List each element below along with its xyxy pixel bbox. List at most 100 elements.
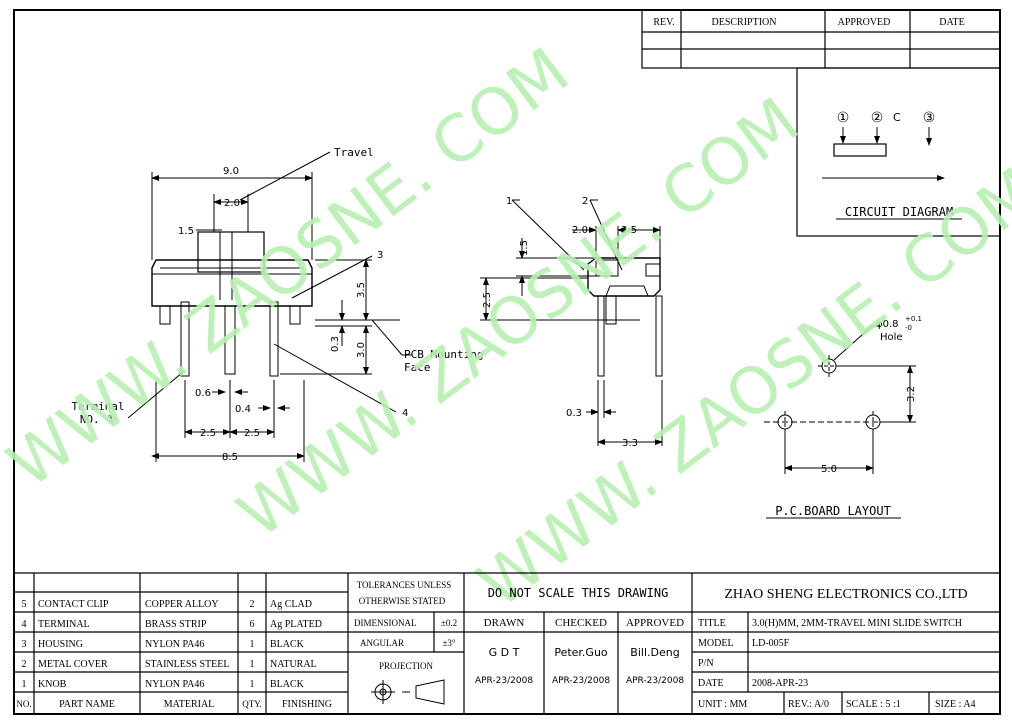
part-qty: 1 [250, 679, 255, 690]
pcb-mounting-label: PCB Mounting [404, 348, 483, 361]
header-material: MATERIAL [164, 699, 215, 710]
part-finishing: Ag PLATED [270, 619, 322, 630]
tolerances-title-1: TOLERANCES UNLESS [357, 580, 452, 590]
pcb-face-label: Face [404, 361, 431, 374]
callout-4: 4 [402, 408, 408, 419]
header-qty: QTY. [242, 699, 262, 709]
side-dim-width-top: 9.0 [223, 166, 239, 177]
hole-tol-minus: -0 [905, 324, 912, 332]
end-dim-03: 0.3 [566, 408, 582, 419]
watermark-1: WWW. ZAOSNE. COM [0, 34, 583, 502]
side-dim-06: 0.6 [195, 388, 211, 399]
drawn-date: APR-23/2008 [475, 676, 533, 686]
parts-row: 3 HOUSING NYLON PA46 1 BLACK [22, 639, 305, 650]
part-name: METAL COVER [38, 659, 108, 670]
size-value: SIZE : A4 [935, 699, 976, 710]
tolerances-title-2: OTHERWISE STATED [359, 596, 446, 606]
side-dim-pitch-2: 2.5 [244, 428, 260, 439]
parts-list: 5 CONTACT CLIP COPPER ALLOY 2 Ag CLAD 4 … [16, 599, 332, 710]
part-qty: 6 [250, 619, 255, 630]
model-value: LD-005F [752, 638, 790, 649]
part-material: NYLON PA46 [145, 639, 204, 650]
checked-label: CHECKED [555, 617, 607, 629]
terminal-pin-3 [269, 301, 279, 377]
date-header: DATE [939, 17, 965, 28]
parts-row: 1 KNOB NYLON PA46 1 BLACK [22, 679, 305, 690]
pcb-layout [764, 325, 916, 474]
title-label: TITLE [698, 618, 726, 629]
circuit-pin-2: ② [871, 110, 884, 126]
model-label: MODEL [698, 638, 734, 649]
header-no: NO. [16, 699, 31, 709]
parts-header-row: NO. PART NAME MATERIAL QTY. FINISHING [16, 699, 332, 710]
side-dim-pcb: 3.0 [356, 342, 367, 358]
end-terminal-left [597, 295, 605, 377]
parts-row: 2 METAL COVER STAINLESS STEEL 1 NATURAL [22, 659, 317, 670]
part-no: 4 [22, 619, 27, 630]
part-name: KNOB [38, 679, 67, 690]
end-dim-15: 1.5 [519, 240, 530, 256]
part-no: 3 [22, 639, 27, 650]
do-not-scale-notice: DO NOT SCALE THIS DRAWING [488, 586, 669, 600]
drawn-by: G D T [489, 646, 520, 659]
part-name: CONTACT CLIP [38, 599, 109, 610]
end-dim-33: 3.3 [622, 438, 638, 449]
circuit-pin-3: ③ [923, 110, 936, 126]
pcb-layout-title: P.C.BOARD LAYOUT [775, 504, 891, 518]
projection-symbol [371, 679, 445, 705]
pn-label: P/N [698, 658, 714, 669]
company-name: ZHAO SHENG ELECTRONICS CO.,LTD [724, 587, 967, 602]
side-view [127, 151, 412, 462]
side-dim-pitch-1: 2.5 [200, 428, 216, 439]
callout-3: 3 [377, 250, 383, 261]
part-no: 1 [22, 679, 27, 690]
side-body-outline [151, 259, 313, 307]
terminal-pin-2 [224, 305, 236, 375]
circuit-diagram-title: CIRCUIT DIAGRAM [845, 205, 953, 219]
side-dim-03: 0.3 [330, 336, 341, 352]
part-name: HOUSING [38, 639, 83, 650]
part-finishing: Ag CLAD [270, 599, 312, 610]
circuit-pin-2-common: C [893, 111, 901, 124]
side-dim-width-bottom: 8.5 [222, 452, 238, 463]
approved-label: APPROVED [626, 617, 684, 629]
circuit-box [796, 67, 1001, 237]
scale-value: SCALE : 5 :1 [846, 699, 901, 710]
end-dim-20: 2.0 [572, 225, 588, 236]
projection-label: PROJECTION [379, 661, 434, 671]
end-terminal-right [655, 295, 663, 377]
slider-contact [833, 143, 887, 157]
part-no: 5 [22, 599, 27, 610]
terminal-no-label: NO. ① [80, 413, 116, 426]
approved-date: APR-23/2008 [626, 676, 684, 686]
checked-by: Peter.Guo [554, 646, 608, 659]
header-finishing: FINISHING [282, 699, 332, 710]
drawn-label: DRAWN [484, 617, 525, 629]
rev-header: REV. [653, 17, 674, 28]
part-no: 2 [22, 659, 27, 670]
angular-value: ±3° [442, 638, 455, 648]
header-part-name: PART NAME [59, 699, 115, 710]
sheet-border [13, 9, 1001, 715]
parts-row: 5 CONTACT CLIP COPPER ALLOY 2 Ag CLAD [22, 599, 312, 610]
pcb-dim-32: 3.2 [906, 386, 917, 402]
end-callout-1: 1 [506, 196, 512, 207]
rev-value: REV.: A/0 [788, 699, 829, 710]
end-callout-2: 2 [582, 196, 588, 207]
part-material: COPPER ALLOY [145, 599, 219, 610]
dimensional-value: ±0.2 [441, 618, 457, 628]
watermark-2: WWW. ZAOSNE. COM [225, 84, 813, 552]
end-body-outline [587, 257, 661, 297]
part-name: TERMINAL [38, 619, 90, 630]
end-knob [595, 259, 619, 277]
unit-label: UNIT : MM [698, 699, 747, 710]
watermark-group: WWW. ZAOSNE. COM WWW. ZAOSNE. COM WWW. Z… [0, 34, 1012, 622]
title-block [14, 572, 1000, 714]
approved-header: APPROVED [838, 17, 891, 28]
part-material: BRASS STRIP [145, 619, 207, 630]
pcb-dim-50: 5.0 [821, 464, 837, 475]
part-material: NYLON PA46 [145, 679, 204, 690]
circuit-diagram: ① ② C ③ CIRCUIT DIAGRAM [796, 67, 1001, 237]
part-qty: 1 [250, 659, 255, 670]
